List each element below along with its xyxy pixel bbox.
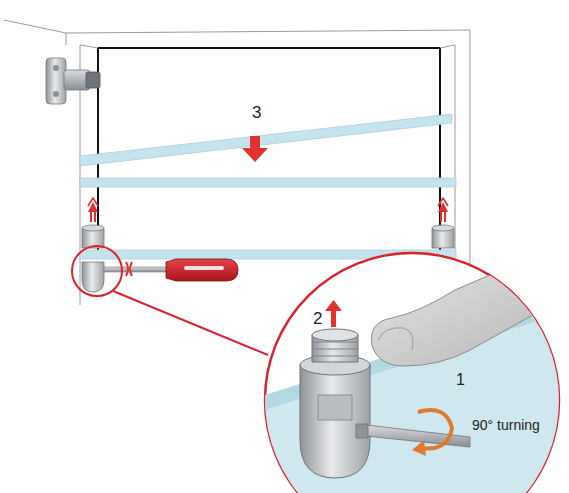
up-arrows — [88, 198, 448, 222]
instruction-label: 90° turning — [472, 418, 540, 433]
hinge — [46, 58, 100, 104]
callout-number: 1 — [456, 371, 465, 389]
down-arrow — [242, 136, 268, 162]
callout-number: 3 — [252, 104, 261, 123]
label-position: 90° turning — [472, 418, 540, 433]
glass-shelves — [80, 114, 456, 259]
label-position: 3 — [252, 104, 261, 123]
label-position: 2 — [313, 310, 322, 329]
zoom-detail — [265, 262, 565, 493]
label-position: 1 — [456, 371, 465, 389]
screwdriver — [104, 259, 238, 281]
callout-number: 2 — [313, 310, 322, 329]
